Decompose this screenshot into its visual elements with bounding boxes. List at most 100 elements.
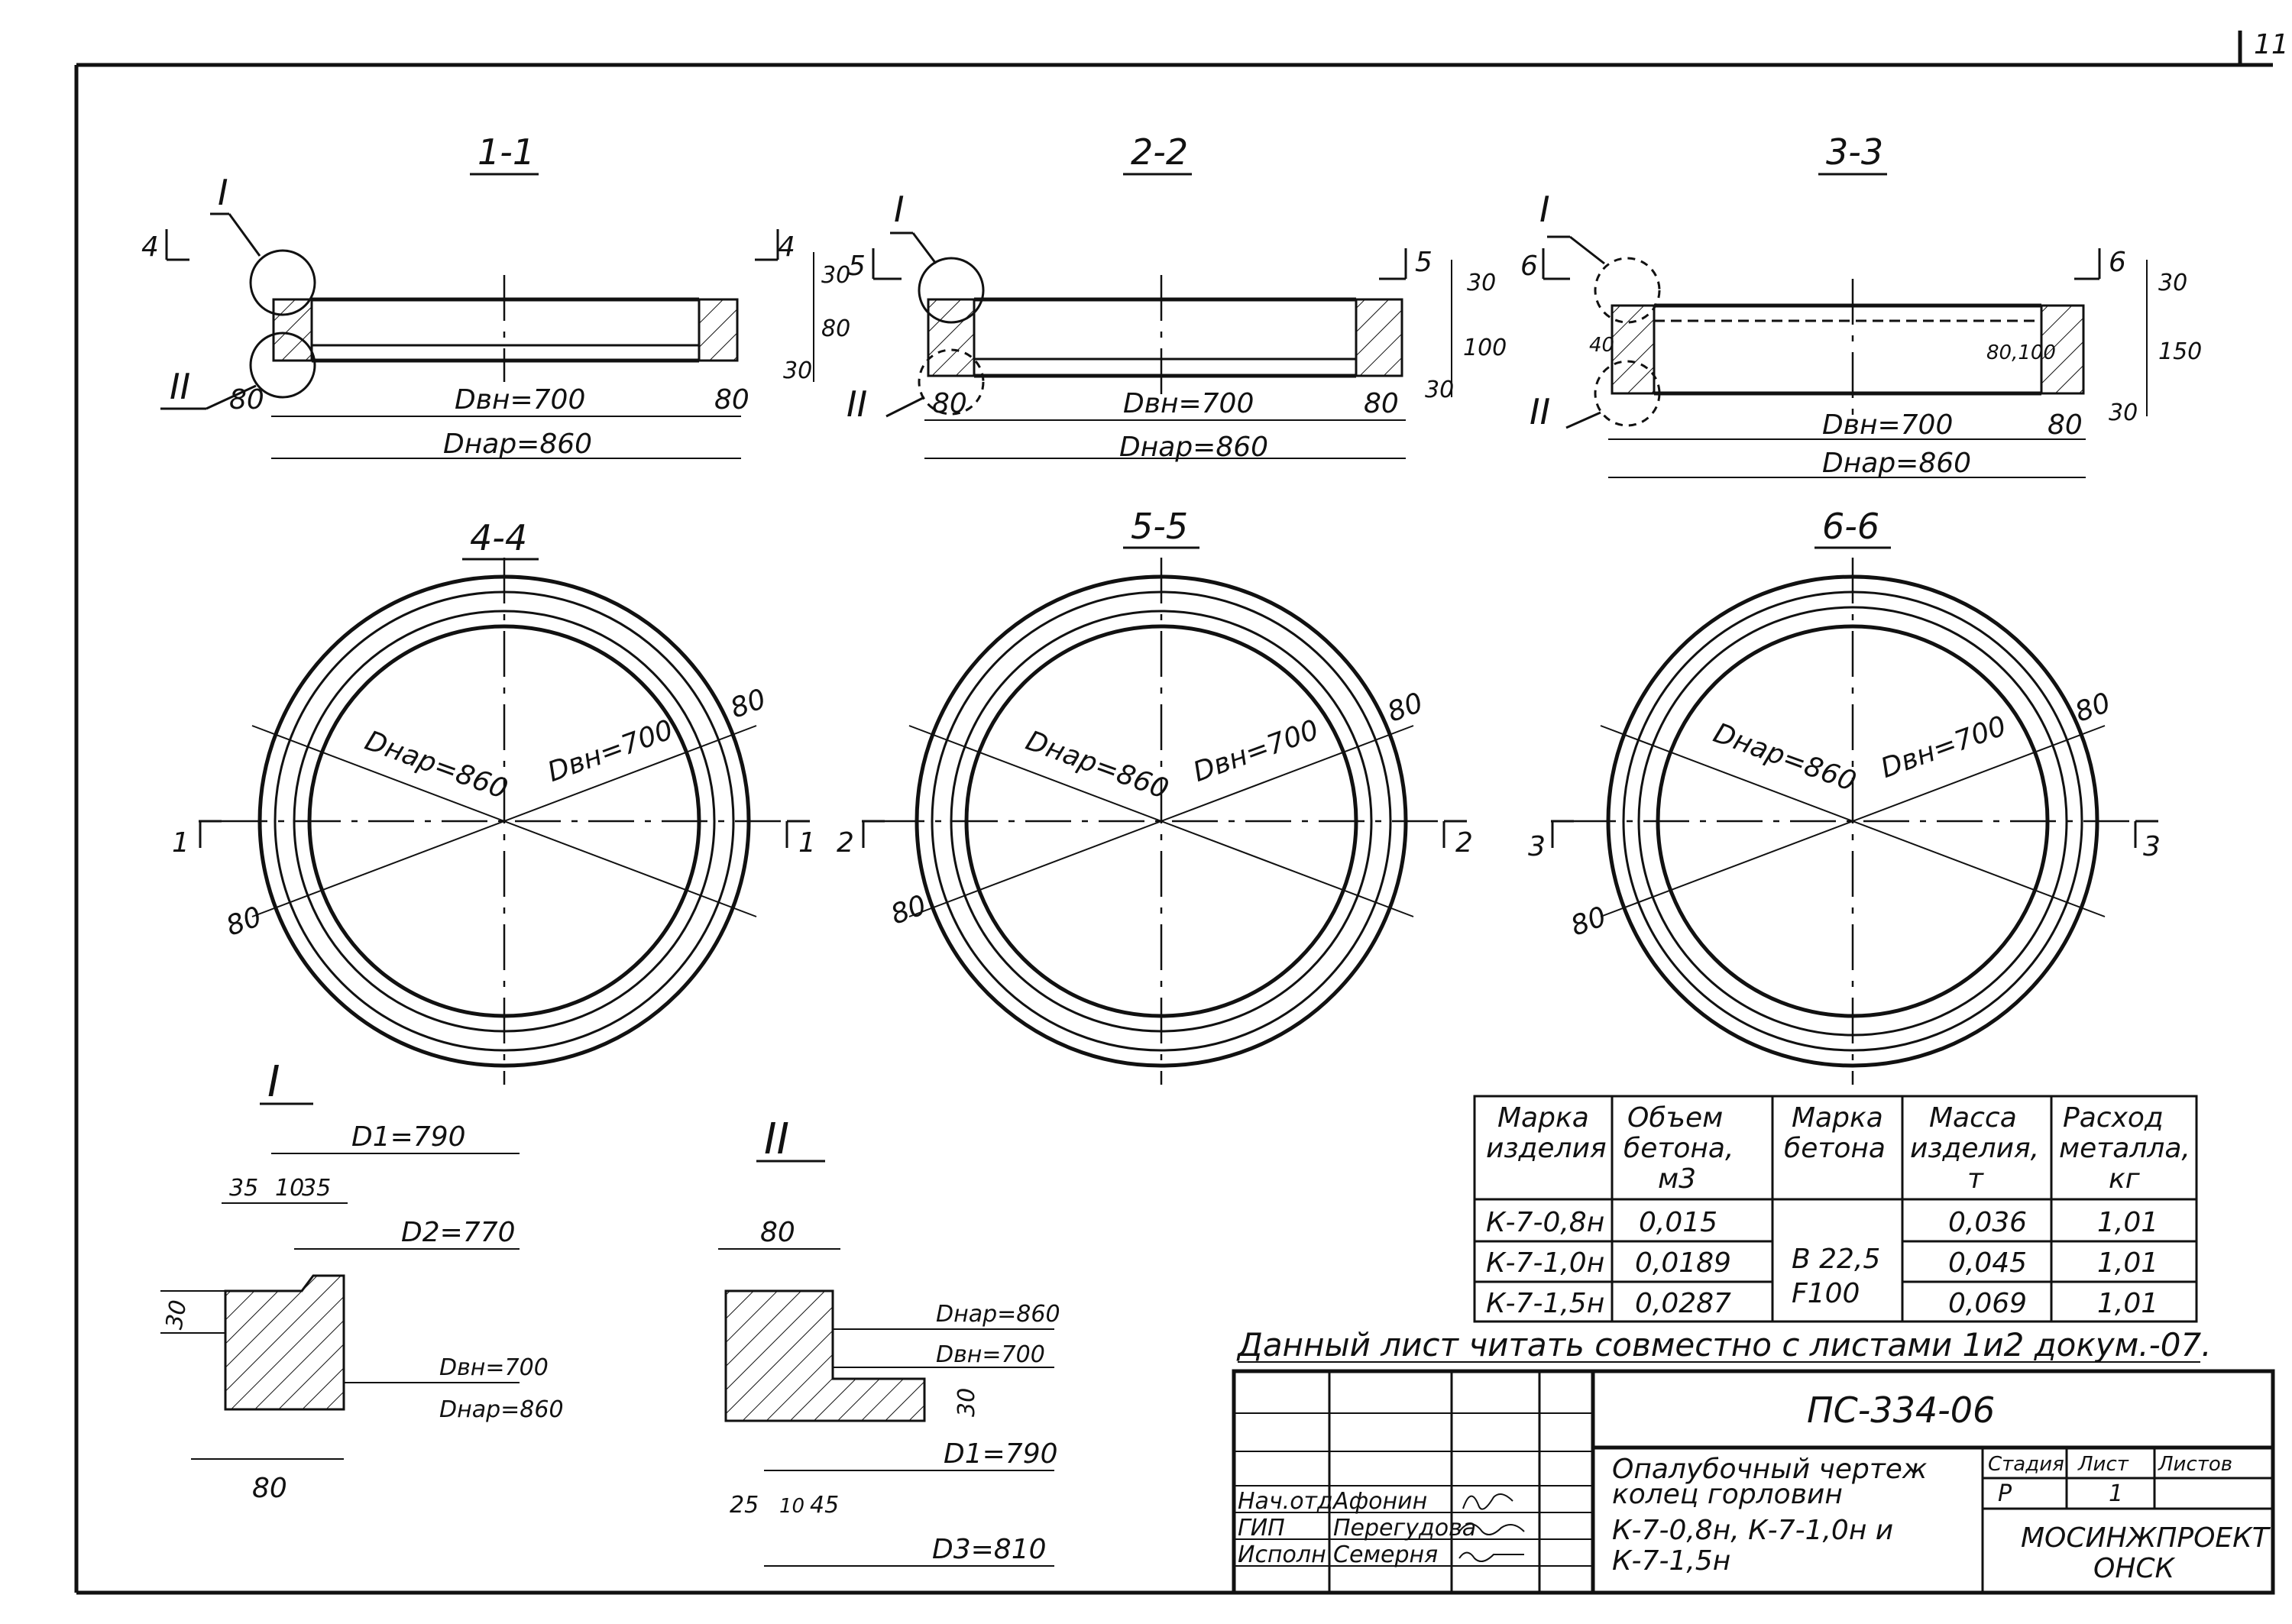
- header-metal-3: кг: [2109, 1163, 2141, 1195]
- dim-wall-left: 80: [222, 901, 266, 943]
- dim-d1: D1=790: [944, 1438, 1058, 1470]
- plan-5-5: 5-5 Dнар=860 Dвн=700 80 80 2 2: [837, 506, 1473, 1085]
- sheets-label: Листов: [2158, 1453, 2232, 1476]
- header-volume-3: м3: [1658, 1163, 1696, 1195]
- dim-wall-left: 80: [229, 384, 264, 416]
- row-mass: 0,036: [1948, 1207, 2027, 1238]
- dim-outer-diameter: Dнар=860: [361, 725, 511, 805]
- header-grade-1: Марка: [1792, 1102, 1883, 1134]
- section-title: 3-3: [1826, 131, 1883, 173]
- row-mark: К-7-1,0н: [1486, 1247, 1604, 1279]
- dim-30-top: 30: [821, 262, 850, 289]
- dim-outer-diameter: Dнар=860: [443, 429, 592, 460]
- dim-30-top: 30: [2158, 270, 2187, 296]
- dim-d2: D2=770: [401, 1217, 516, 1248]
- header-mass-1: Масса: [1929, 1102, 2017, 1134]
- header-mark-2: изделия: [1486, 1133, 1607, 1164]
- row-metal: 1,01: [2097, 1247, 2158, 1279]
- section-marker-left: 5: [848, 251, 866, 282]
- dim-inner-diameter: Dвн=700: [1822, 409, 1953, 441]
- doc-code: ПС-334-06: [1807, 1389, 1995, 1431]
- dim-45: 45: [810, 1492, 839, 1519]
- dim-80: 80: [760, 1217, 795, 1248]
- dim-wall-right: 80: [1384, 687, 1427, 729]
- row-metal: 1,01: [2097, 1207, 2158, 1238]
- plan-4-4: 4-4 Dнар=860 Dвн=700 80 80 1 1: [172, 517, 816, 1085]
- section-title: 2-2: [1131, 131, 1188, 173]
- dim-wall-right: 80: [714, 384, 749, 416]
- signature-mark: [1458, 1523, 1525, 1535]
- row-mass: 0,069: [1948, 1288, 2027, 1319]
- cut-marker-left: 2: [837, 827, 854, 859]
- dim-35b: 35: [302, 1175, 331, 1202]
- header-volume-2: бетона,: [1624, 1133, 1734, 1164]
- dim-d-in: Dвн=700: [936, 1341, 1045, 1368]
- sheet-value: 1: [2109, 1480, 2123, 1507]
- row-volume: 0,0189: [1635, 1247, 1731, 1279]
- section-1-1: 1-1 4 4 I II 80 Dвн=700 80 Dнар=860 30 8…: [141, 131, 850, 460]
- dim-inner-diameter: Dвн=700: [1123, 388, 1254, 419]
- header-metal-1: Расход: [2063, 1102, 2164, 1134]
- organization-line: ОНСК: [2093, 1553, 2176, 1584]
- row-volume: 0,0287: [1635, 1288, 1731, 1319]
- sig-role: ГИП: [1238, 1515, 1285, 1542]
- sig-name: Афонин: [1332, 1488, 1427, 1515]
- callout-II: II: [170, 366, 190, 407]
- plan-title: 4-4: [470, 517, 527, 558]
- section-marker-left: 6: [1520, 251, 1538, 282]
- signature-mark: [1462, 1493, 1513, 1510]
- dim-30: 30: [953, 1388, 980, 1417]
- dim-d1: D1=790: [351, 1121, 466, 1153]
- dim-80: 80: [821, 315, 850, 342]
- page-number: 11: [2254, 29, 2289, 60]
- dim-35a: 35: [229, 1175, 258, 1202]
- dim-wall-right: 80: [2048, 409, 2083, 441]
- detail-title: I: [267, 1057, 280, 1107]
- description-line: К-7-1,5н: [1612, 1545, 1730, 1577]
- section-title: 1-1: [478, 131, 535, 173]
- dim-inner-diameter: Dвн=700: [1876, 710, 2010, 785]
- sig-role: Исполн: [1238, 1542, 1326, 1568]
- stage-value: Р: [1998, 1480, 2012, 1507]
- dim-30: 30: [161, 1298, 193, 1331]
- section-marker-right: 6: [2109, 247, 2126, 278]
- dim-80: 80: [252, 1473, 287, 1504]
- description-line: колец горловин: [1612, 1479, 1843, 1510]
- dim-wall-right: 80: [727, 684, 770, 725]
- plan-title: 6-6: [1822, 506, 1879, 547]
- cut-marker-left: 1: [172, 827, 189, 859]
- description-line: Опалубочный чертеж: [1612, 1454, 1928, 1485]
- dim-30-top: 30: [1467, 270, 1496, 296]
- dim-inner-diameter: Dвн=700: [455, 384, 585, 416]
- callout-II: II: [1530, 391, 1550, 432]
- callout-I: I: [894, 189, 905, 230]
- dim-wall-left: 80: [887, 890, 931, 931]
- dim-40: 40: [1589, 334, 1614, 357]
- callout-I: I: [1539, 189, 1550, 230]
- section-marker-left: 4: [141, 231, 159, 263]
- dim-d-out: Dнар=860: [936, 1301, 1060, 1328]
- sig-role: Нач.отд: [1238, 1488, 1333, 1515]
- concrete-grade-f: F100: [1792, 1278, 1860, 1309]
- header-metal-2: металла,: [2059, 1133, 2190, 1164]
- sheet-frame: 11: [74, 29, 2289, 1595]
- sheet-note: Данный лист читать совместно с листами 1…: [1236, 1326, 2212, 1364]
- callout-I: I: [218, 172, 228, 213]
- dim-10: 10: [275, 1175, 304, 1202]
- section-marker-right: 4: [778, 231, 795, 263]
- detail-I: I D1=790 35 10 35 D2=770 30 Dвн=700 Dнар…: [160, 1057, 564, 1504]
- cut-marker-left: 3: [1528, 831, 1546, 862]
- header-mark-1: Марка: [1497, 1102, 1589, 1134]
- detail-title: II: [764, 1114, 789, 1164]
- title-block: ПС-334-06 Нач.отд Афонин ГИП Перегудова …: [1232, 1369, 2275, 1595]
- dim-d-in: Dвн=700: [439, 1354, 549, 1381]
- cut-marker-right: 2: [1455, 827, 1473, 859]
- cut-marker-right: 3: [2143, 831, 2161, 862]
- row-mark: К-7-0,8н: [1486, 1207, 1604, 1238]
- dim-100: 100: [1463, 335, 1507, 361]
- row-volume: 0,015: [1639, 1207, 1717, 1238]
- spec-table: Марка изделия Объем бетона, м3 Марка бет…: [1473, 1095, 2198, 1323]
- dim-wall-left: 80: [1567, 901, 1611, 943]
- stage-label: Стадия: [1988, 1453, 2064, 1476]
- header-volume-1: Объем: [1627, 1102, 1723, 1134]
